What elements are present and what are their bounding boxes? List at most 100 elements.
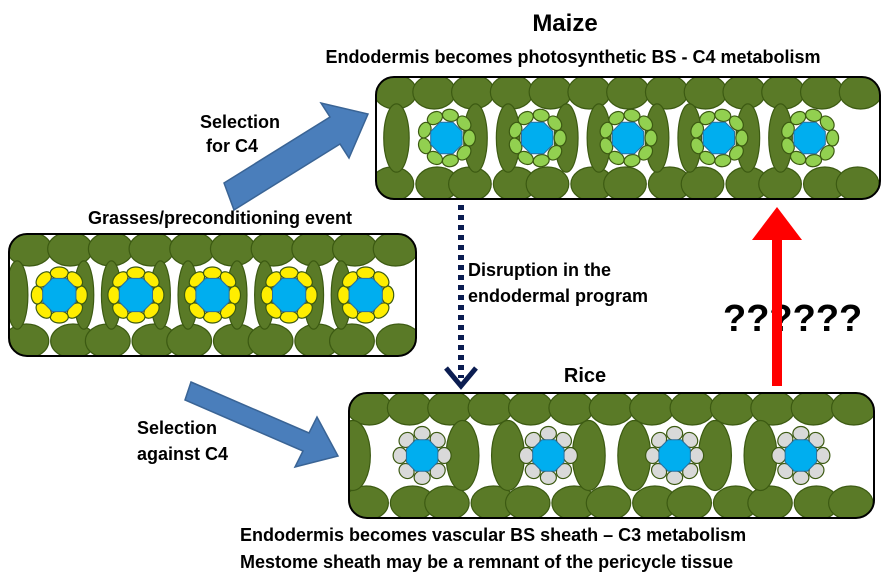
rice-sheath-cell <box>392 446 408 465</box>
grasses-sheath-cell <box>381 285 395 305</box>
grasses-sheath-cell <box>279 266 299 280</box>
maize-sheath-cell <box>644 129 658 147</box>
grasses-mesophyll-cell <box>84 323 131 356</box>
grasses-sheath-cell <box>356 310 376 324</box>
maize-vein <box>611 121 645 155</box>
grasses-sheath-cell <box>337 285 351 305</box>
grasses-sheath-cell <box>304 285 318 305</box>
maize-tissue-panel <box>375 76 881 200</box>
grasses-mesophyll-cell <box>128 234 175 267</box>
rice-mesophyll-cell <box>507 393 554 426</box>
grasses-sheath-cell <box>260 285 274 305</box>
grasses-mesophyll-cell <box>169 234 216 267</box>
grasses-mesophyll-cell <box>375 323 416 356</box>
maize-sheath-cell <box>825 129 840 147</box>
maize-title: Maize <box>532 10 597 37</box>
rice-title: Rice <box>564 365 606 387</box>
maize-sheath-cell <box>547 144 563 161</box>
grasses-tissue-panel <box>8 233 417 357</box>
maize-sheath-cell <box>623 153 641 168</box>
maize-sheath-cell <box>532 153 550 168</box>
red-arrow-head-notch <box>752 226 802 240</box>
maize-sheath-cell <box>441 153 459 168</box>
rice-cells <box>349 393 874 518</box>
grasses-mesophyll-cell <box>9 323 50 356</box>
grasses-outline <box>8 233 417 357</box>
maize-mesophyll-cell <box>383 103 410 173</box>
maize-sheath-cell <box>728 115 744 132</box>
maize-mesophyll-cell <box>447 166 492 199</box>
selection-for-c4-arrow <box>223 101 370 212</box>
maize-sheath-cell <box>608 150 625 166</box>
rice-sheath-cell <box>518 446 534 465</box>
maize-mesophyll-cell <box>489 77 534 110</box>
rice-mesophyll-cell <box>588 393 635 426</box>
maize-sheath-cell <box>638 115 654 132</box>
maize-subtitle: Endodermis becomes photosynthetic BS - C… <box>325 47 820 67</box>
maize-sheath-cell <box>789 110 807 126</box>
grasses-vein <box>195 277 230 313</box>
grasses-sheath-cell <box>126 266 146 280</box>
grasses-title: Grasses/preconditioning event <box>88 208 352 228</box>
rice-sheath-cell <box>539 425 557 442</box>
rice-mesophyll-cell <box>424 485 470 518</box>
rice-mesophyll-cell <box>585 485 632 518</box>
maize-mesophyll-cell <box>376 166 415 199</box>
grasses-sheath-cell <box>202 310 223 324</box>
rice-mesophyll-cell <box>666 485 713 518</box>
maize-vein <box>793 121 826 155</box>
maize-sheath-cell <box>735 129 749 147</box>
grasses-sheath-cell <box>107 285 121 305</box>
maize-cells <box>376 77 880 199</box>
disruption-arrow-head <box>444 366 478 390</box>
maize-mesophyll-cell <box>586 103 612 173</box>
rice-mesophyll-cell <box>750 393 796 426</box>
selection-against-c4-arrow <box>184 380 340 469</box>
maize-sheath-cell <box>426 110 444 126</box>
maize-mesophyll-cell <box>644 77 689 110</box>
maize-sheath-cell <box>517 110 534 126</box>
maize-vein <box>702 121 736 155</box>
rice-sheath-cell <box>562 446 578 465</box>
maize-sheath-cell <box>638 144 654 161</box>
rice-mesophyll-cell <box>504 485 551 518</box>
grasses-vein <box>118 277 154 313</box>
maize-sheath-cell <box>699 110 716 126</box>
rice-mesophyll-cell <box>349 485 390 518</box>
rice-mesophyll-cell <box>467 393 514 426</box>
rice-mesophyll-cell <box>386 393 433 426</box>
maize-sheath-cell <box>547 115 563 132</box>
maize-sheath-cell <box>441 108 459 123</box>
rice-mesophyll-cell <box>548 393 594 426</box>
rice-vein <box>784 439 818 472</box>
rice-mesophyll-cell <box>709 393 756 426</box>
maize-mesophyll-cell <box>722 77 767 110</box>
grasses-vein <box>271 277 307 313</box>
rice-mesophyll-cell <box>669 393 716 426</box>
maize-sheath-cell <box>789 150 807 166</box>
rice-sheath-cell <box>792 425 810 442</box>
selection-c4-line2: for C4 <box>206 136 258 156</box>
rice-sheath-cell <box>413 469 431 486</box>
grasses-sheath-cell <box>356 266 376 280</box>
maize-sheath-cell <box>608 110 625 126</box>
maize-sheath-cell <box>805 153 823 168</box>
grasses-sheath-cell <box>49 266 69 280</box>
grasses-mesophyll-cell <box>372 234 416 267</box>
maize-sheath-cell <box>462 129 476 147</box>
grasses-sheath-cell <box>30 285 44 305</box>
maize-sheath-cell <box>517 150 534 166</box>
maize-mesophyll-cell <box>603 166 647 199</box>
maize-mesophyll-cell <box>525 166 570 199</box>
rice-vein <box>405 439 439 472</box>
rice-sheath-cell <box>771 446 787 465</box>
maize-sheath-cell <box>623 108 641 123</box>
rice-vein <box>658 439 691 472</box>
grasses-mesophyll-cell <box>250 234 297 267</box>
grasses-mesophyll-cell <box>247 323 294 356</box>
rice-sheath-cell <box>413 425 431 442</box>
rice-sheath-cell <box>436 446 452 465</box>
rice-sheath-cell <box>645 446 661 465</box>
rice-sheath-cell <box>815 446 831 465</box>
maize-mesophyll-cell <box>680 166 725 199</box>
